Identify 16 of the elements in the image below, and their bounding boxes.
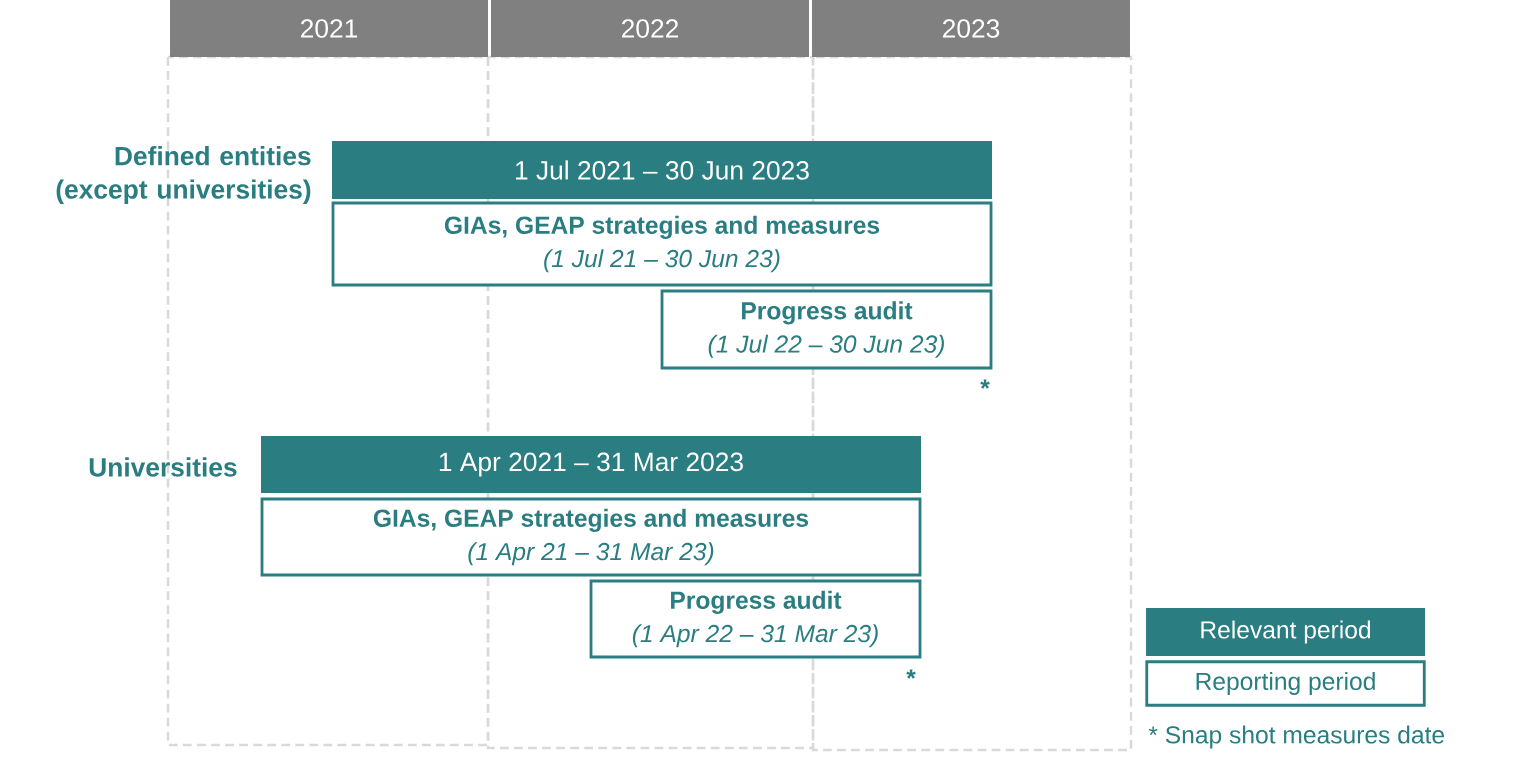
period-box: Progress audit (1 Apr 22 – 31 Mar 23) xyxy=(589,579,922,659)
period-bar: 1 Apr 2021 – 31 Mar 2023 xyxy=(261,436,921,493)
period-bar: 1 Jul 2021 – 30 Jun 2023 xyxy=(332,141,992,199)
year-header: 2021 xyxy=(170,0,488,57)
period-box: GIAs, GEAP strategies and measures (1 Apr 21 – 31 Mar 23) xyxy=(260,497,922,577)
period-box: Progress audit (1 Jul 22 – 30 Jun 23) xyxy=(660,289,993,370)
period-box: GIAs, GEAP strategies and measures (1 Jul 21 – 30 Jun 23) xyxy=(331,201,993,287)
row-label: Defined entities (except universities) xyxy=(56,146,311,204)
year-header: 2023 xyxy=(812,0,1130,57)
year-header: 2022 xyxy=(491,0,809,57)
asterisk: * xyxy=(980,379,990,389)
asterisk: * xyxy=(906,669,916,679)
row-label: Universities xyxy=(89,457,237,477)
footnote: * Snap shot measures date xyxy=(1148,725,1444,749)
legend-key: Relevant period xyxy=(1146,608,1425,656)
legend-key: Reporting period xyxy=(1145,660,1426,707)
